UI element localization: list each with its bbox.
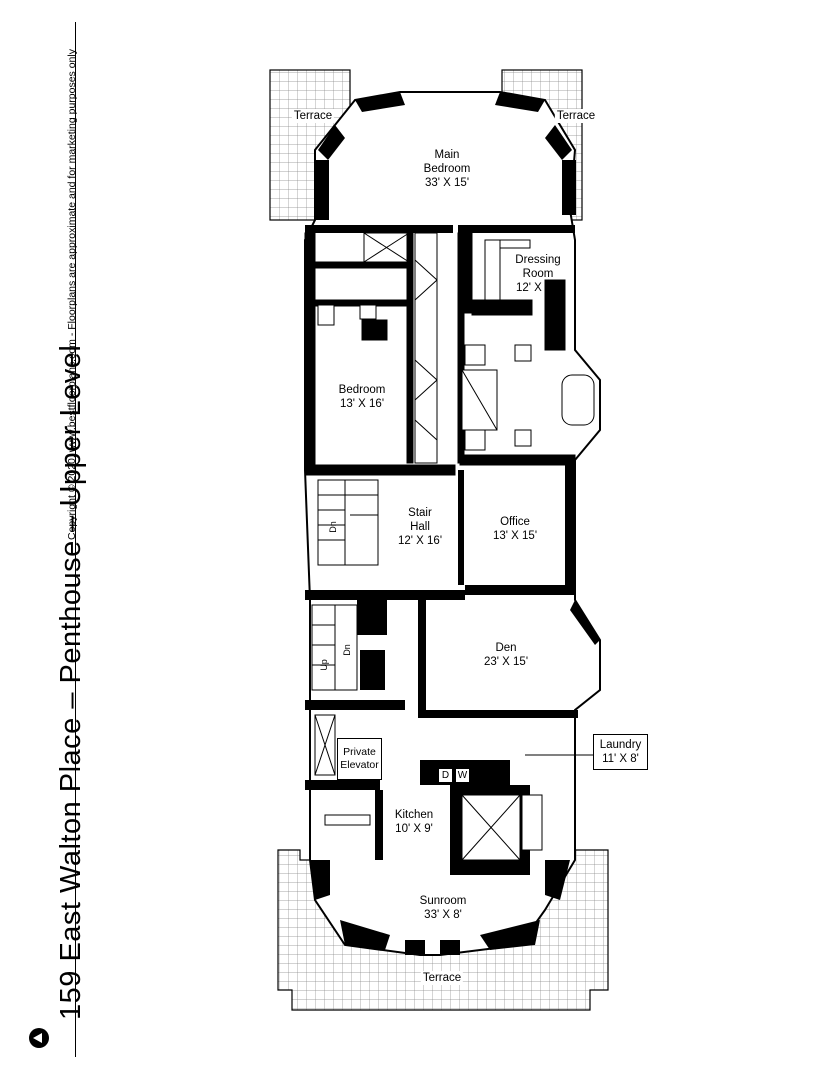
room-bedroom: Bedroom 13' X 16' [339,383,386,411]
room-size: 10' X 9' [395,823,433,835]
terrace-label-bottom: Terrace [420,971,464,985]
room-name-line2: Bedroom [423,163,471,175]
room-size: 13' X 16' [339,398,385,410]
room-name-line1: Dressing [515,254,561,266]
room-stair-hall: Stair Hall 12' X 16' [398,506,442,548]
room-name: Den [495,642,517,654]
room-laundry: Laundry 11' X 8' [593,734,648,770]
room-name-line2: Room [522,268,554,280]
room-size: 13' X 15' [492,530,538,542]
den-walls [418,600,600,718]
stair-hall-walls [305,470,465,600]
service-stair [311,604,358,691]
room-size: 23' X 15' [483,656,529,668]
stair-label-dn-service: Dn [341,644,352,656]
room-size: 33' X 8' [424,909,462,921]
room-name-line2: Elevator [340,759,379,771]
dressing-room-walls [457,232,576,466]
terrace-label-top-right: Terrace [554,109,598,123]
dryer-icon: D [438,768,453,783]
service-walls [305,600,405,790]
closet-doors-upper [363,232,438,464]
room-sunroom: Sunroom 33' X 8' [420,894,467,922]
room-office: Office 13' X 15' [493,515,537,543]
washer-icon: W [455,768,470,783]
sunroom-walls [310,860,570,955]
office-walls [465,465,575,595]
room-size: 12' X 13' [515,282,561,294]
north-arrow-icon [29,1028,49,1048]
stair-label-dn: Dn [327,521,338,533]
room-den: Den 23' X 15' [484,641,528,669]
room-name-line1: Private [343,746,376,758]
bathtub [521,794,543,851]
room-kitchen: Kitchen 10' X 9' [395,808,433,836]
main-bath-fixtures [461,344,595,451]
room-name-line1: Stair [408,507,432,519]
room-size: 33' X 15' [424,177,470,189]
room-name: Kitchen [394,809,434,821]
main-bedroom-walls [305,92,576,233]
title-divider [75,22,76,1057]
elevator-shaft [314,714,336,776]
room-name: Bedroom [338,384,386,396]
stair-label-up: Up [318,659,329,671]
room-name: Sunroom [419,895,467,907]
room-dressing-room: Dressing Room 12' X 13' [515,253,560,295]
terrace-label-top-left: Terrace [291,109,335,123]
room-name: Laundry [599,739,642,751]
bedroom-walls [304,232,456,476]
room-main-bedroom: Main Bedroom 33' X 15' [424,148,471,190]
stair-hall-stairs [317,479,379,566]
room-name-line1: Main [434,149,460,161]
room-private-elevator: Private Elevator [337,738,382,780]
room-size: 12' X 16' [397,535,443,547]
room-size: 11' X 8' [602,753,639,765]
title-block: 159 East Walton Place – Penthouse – Uppe… [0,0,90,1080]
room-name-line2: Hall [410,521,430,533]
room-name: Office [500,516,530,528]
